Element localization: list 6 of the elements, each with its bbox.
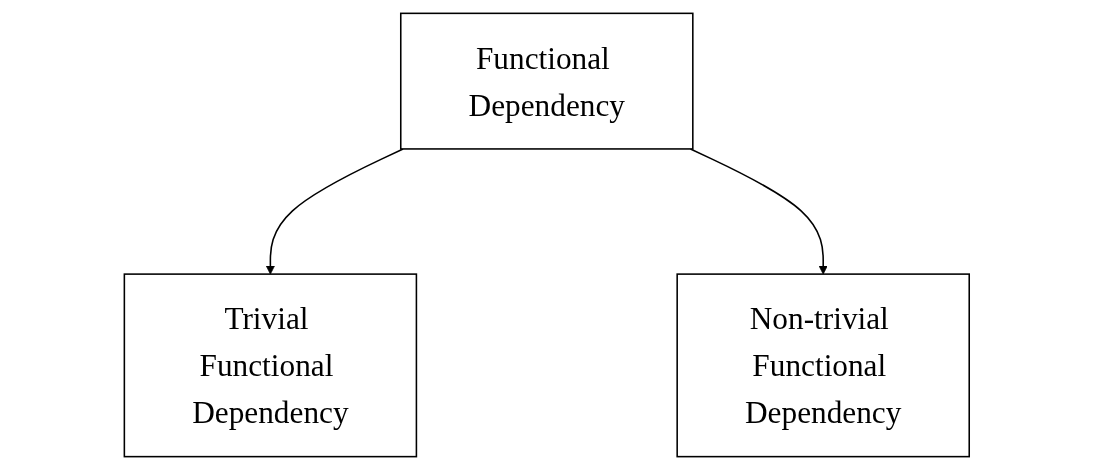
- arrow: [689, 148, 828, 275]
- arrow: [266, 148, 405, 275]
- node-box: [400, 12, 694, 150]
- diagram: Functional Dependency Trivial Functional Dependency Non-trivial Functional Dependency: [116, 5, 978, 465]
- node-box: [676, 273, 971, 458]
- node-box: [123, 273, 418, 458]
